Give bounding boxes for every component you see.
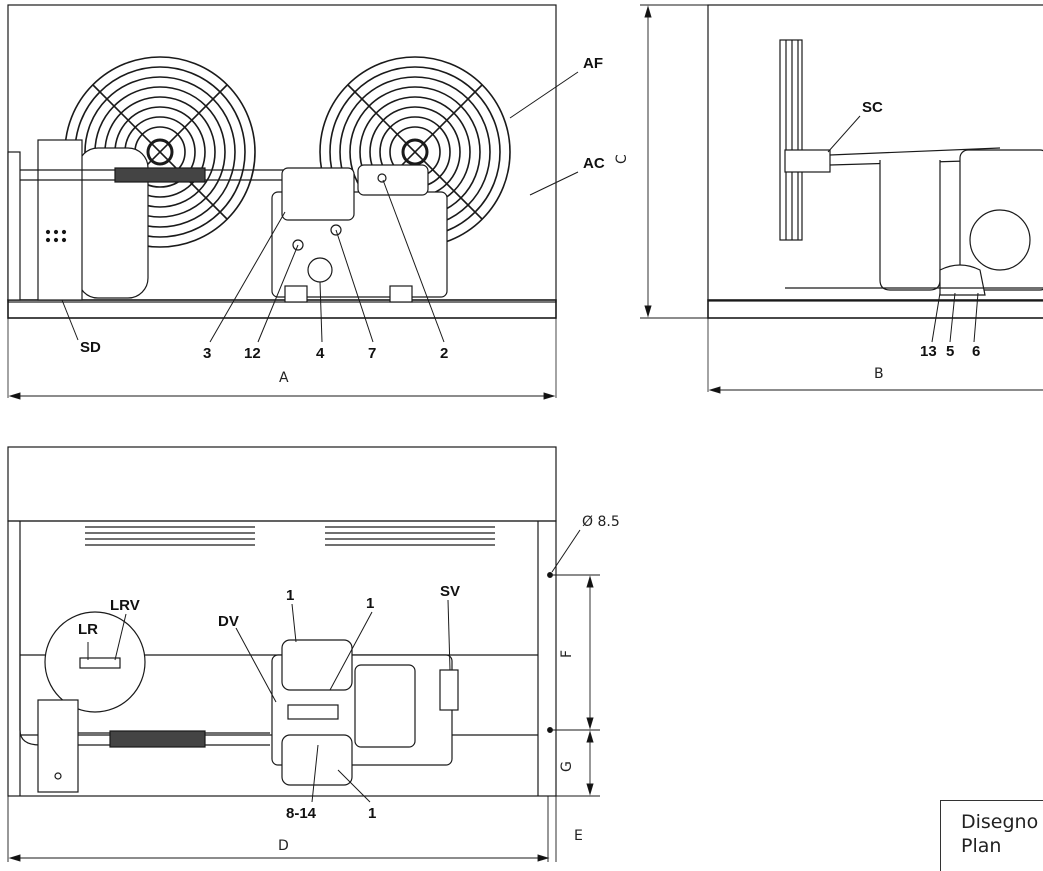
callout-7: 7: [368, 345, 376, 362]
plan-compressor: [271, 639, 459, 786]
side-view: [707, 4, 1043, 392]
side-view-frame: [707, 4, 1043, 302]
title-block-line-1: Disegno: [961, 811, 1039, 833]
callout-1-bottom: 1: [368, 805, 376, 822]
dimension-G-label: G: [559, 761, 575, 772]
dimension-B: [708, 386, 1043, 394]
plan-view: [7, 446, 557, 797]
front-pipe: [20, 167, 300, 183]
front-receiver: [7, 139, 149, 301]
callout-LRV: LRV: [110, 597, 140, 614]
callout-SD: SD: [80, 339, 101, 356]
front-view: [7, 4, 557, 398]
dimension-E: [547, 796, 557, 862]
title-block: Disegno Plan: [940, 800, 1043, 871]
callout-2: 2: [440, 345, 448, 362]
callout-AF: AF: [583, 55, 603, 72]
callout-12: 12: [244, 345, 261, 362]
callout-6: 6: [972, 343, 980, 360]
callout-SV: SV: [440, 583, 460, 600]
dimension-D-label: D: [278, 838, 289, 854]
callout-3: 3: [203, 345, 211, 362]
callout-DV: DV: [218, 613, 239, 630]
dimension-C: [640, 4, 708, 319]
dimension-C-label: C: [614, 154, 630, 164]
title-block-line-2: Plan: [961, 835, 1002, 857]
dimension-G: [586, 730, 594, 796]
callout-LR: LR: [78, 621, 98, 638]
dimension-B-label: B: [874, 366, 884, 382]
callout-4: 4: [316, 345, 325, 362]
front-view-leaders: [61, 71, 579, 343]
front-compressor: [271, 164, 448, 303]
callout-AC: AC: [583, 155, 605, 172]
callout-1-top-right: 1: [366, 595, 374, 612]
callout-5: 5: [946, 343, 954, 360]
plan-view-frame: [7, 520, 557, 797]
plan-fan-grille-left: [85, 526, 255, 546]
callout-SC: SC: [862, 99, 883, 116]
mounting-hole-markers: [547, 572, 600, 797]
callout-13: 13: [920, 343, 937, 360]
dimension-F-label: F: [559, 650, 575, 658]
side-base-rail: [707, 299, 1043, 319]
plan-view-leaders: [87, 529, 581, 803]
plan-fan-grille-right: [325, 526, 495, 546]
plan-top-cover: [7, 446, 557, 522]
dimension-E-label: E: [574, 828, 583, 844]
dimension-A: [8, 392, 556, 400]
side-view-leaders: [827, 115, 979, 343]
front-base-rail: [7, 299, 557, 319]
callout-1-top-left: 1: [286, 587, 294, 604]
hole-diameter-label: Ø 8.5: [582, 514, 620, 530]
dimension-F: [586, 575, 594, 730]
dimension-D: [7, 796, 550, 862]
dimension-A-label: A: [279, 370, 289, 386]
callout-8-14: 8-14: [286, 805, 317, 822]
